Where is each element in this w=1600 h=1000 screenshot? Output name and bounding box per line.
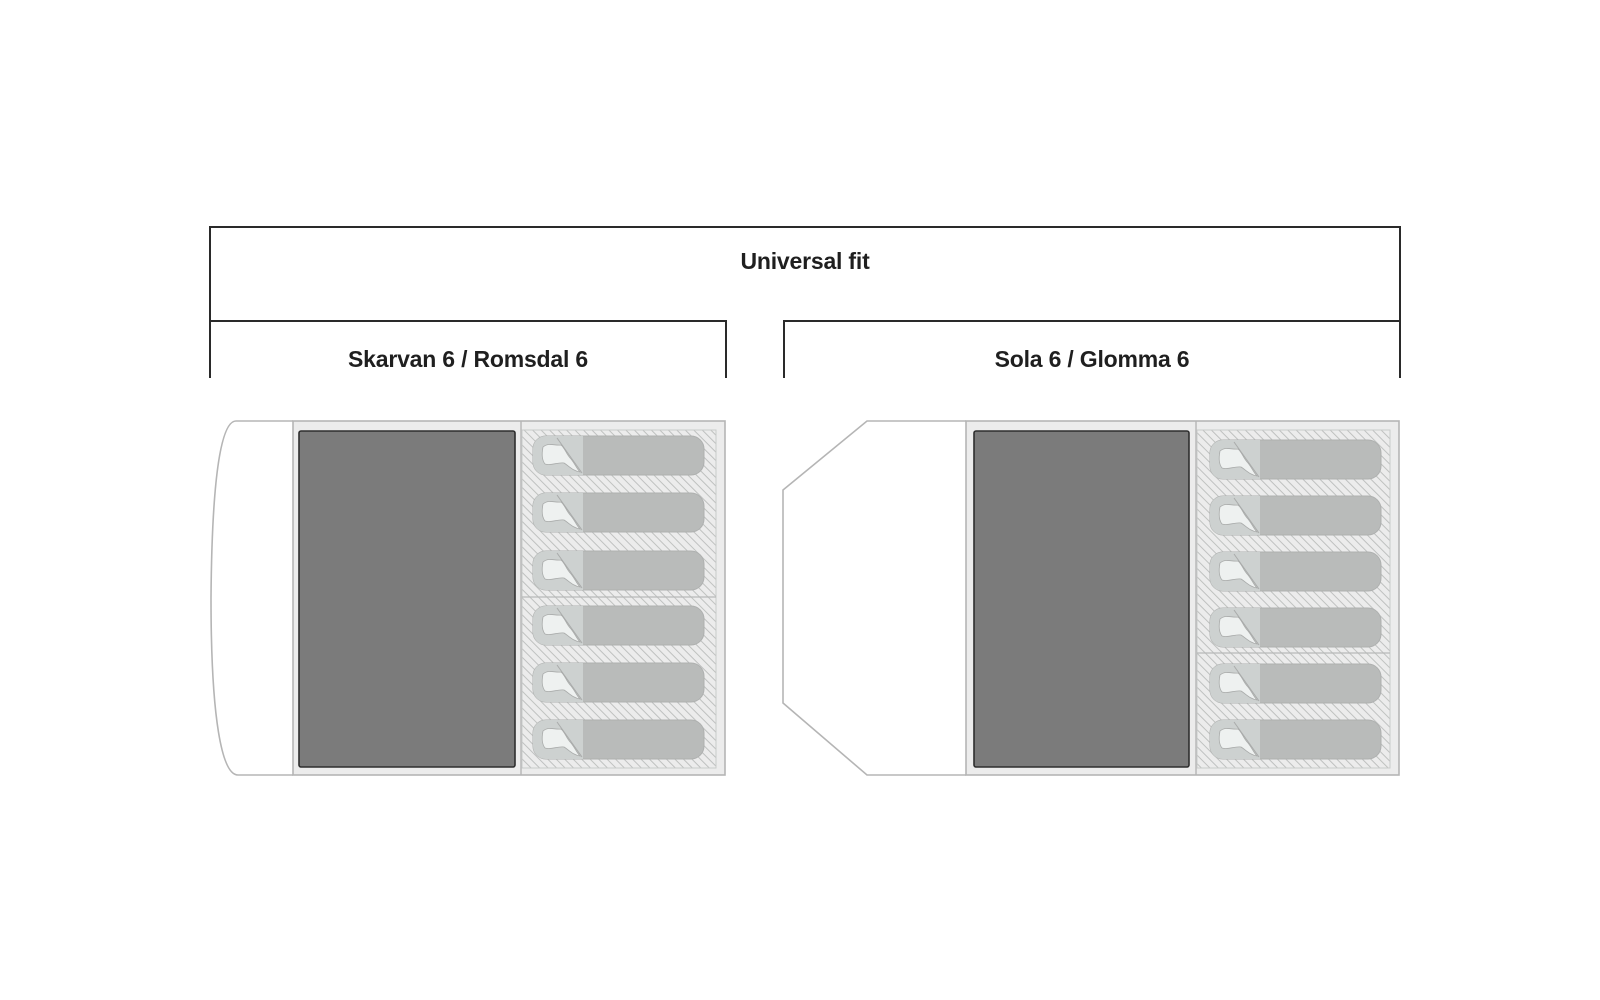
sleeping-bag-icon [532, 662, 705, 703]
sleeping-bag-icon [1209, 439, 1382, 480]
tent-right-floorplan [782, 420, 1400, 776]
tent-right-bracket: Sola 6 / Glomma 6 [783, 320, 1401, 378]
tent-right-label: Sola 6 / Glomma 6 [994, 346, 1190, 372]
sleeping-bag-icon [1209, 607, 1382, 648]
tent-right-inner-tent [1196, 429, 1391, 769]
sleeping-bag-icon [532, 550, 705, 591]
sleeping-bag-icon [1209, 719, 1382, 760]
universal-fit-bracket: Universal fit [209, 226, 1401, 322]
sleeping-bag-icon [1209, 551, 1382, 592]
tent-left-vestibule [210, 420, 293, 776]
universal-fit-label: Universal fit [740, 248, 870, 274]
tent-left-bracket: Skarvan 6 / Romsdal 6 [209, 320, 727, 378]
tent-left-floorplan [210, 420, 726, 776]
sleeping-bag-icon [532, 492, 705, 533]
tent-left-footprint [298, 430, 516, 768]
tent-right-vestibule [782, 420, 966, 776]
sleeping-bag-icon [532, 435, 705, 476]
sleeping-bag-icon [1209, 663, 1382, 704]
tent-right-footprint [973, 430, 1190, 768]
sleeping-bag-icon [532, 605, 705, 646]
sleeping-bag-icon [1209, 495, 1382, 536]
tent-left-inner-tent [521, 429, 717, 769]
tent-left-label: Skarvan 6 / Romsdal 6 [348, 346, 588, 372]
sleeping-bag-icon [532, 719, 705, 760]
